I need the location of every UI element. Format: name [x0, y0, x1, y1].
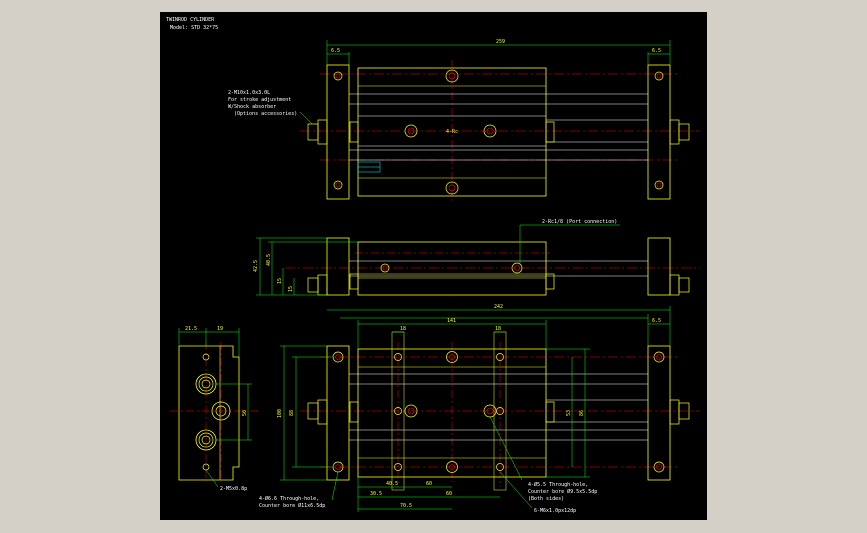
technical-drawing: TWINROD CYLINDER Model: STD 32*75	[166, 17, 700, 514]
bottom-dim-base-d: 60	[446, 491, 452, 497]
bottom-note-through1b: Counter bore Ø11x6.5dp	[259, 502, 325, 509]
top-center-mark: 4-Rc	[446, 129, 458, 135]
top-dim-right-end: 6.5	[652, 48, 661, 54]
bottom-dim-c: 86	[579, 410, 585, 416]
bottom-note-through2b: Counter bore Ø9.5x5.5dp	[528, 488, 597, 495]
bottom-dim-total: 242	[494, 304, 503, 310]
bottom-dim-right-slot: 18	[495, 326, 501, 332]
bottom-dim-outer: 100	[277, 409, 283, 418]
end-note-tap: 2-M5x0.8p	[220, 486, 247, 492]
bottom-dim-right-end: 6.5	[652, 318, 661, 324]
bottom-note-tap: 6-M6x1.0px12dp	[534, 508, 576, 514]
bottom-dim-base-b: 60	[426, 481, 432, 487]
bottom-dim-base-e: 70.5	[400, 503, 412, 509]
bottom-dim-b: 53	[566, 410, 572, 416]
bottom-dim-base-c: 30.5	[370, 491, 382, 497]
bottom-note-through2c: (Both sides)	[528, 496, 564, 502]
end-dim-b: 19	[217, 326, 223, 332]
drawing-title: TWINROD CYLINDER	[166, 17, 215, 23]
bottom-view	[280, 306, 700, 512]
side-dim-inner: 40.5	[266, 254, 272, 266]
side-note-port: 2-Rc1/8 (Port connection)	[542, 219, 617, 225]
top-note-line3: W/Shock absorber	[228, 104, 276, 110]
top-note-line4: (Options accessories)	[234, 111, 297, 117]
top-dim-left-end: 6.5	[331, 48, 340, 54]
bottom-dim-a: 88	[289, 410, 295, 416]
side-dim-b: 15	[288, 286, 294, 292]
end-dim-c: 50	[242, 410, 248, 416]
side-view	[256, 224, 700, 296]
side-dim-a: 15	[277, 278, 283, 284]
top-note-line2: For stroke adjustment	[228, 97, 291, 103]
bottom-dim-body: 141	[447, 318, 456, 324]
end-dim-a: 21.5	[185, 326, 197, 332]
drawing-sheet[interactable]: TWINROD CYLINDER Model: STD 32*75	[160, 12, 707, 520]
top-view	[299, 40, 700, 202]
end-view	[170, 328, 260, 488]
top-note-line1: 2-M10x1.0x3.0L	[228, 90, 270, 96]
bottom-note-through2: 4-Ø5.5 Through-hole,	[528, 481, 588, 488]
side-dim-outer: 42.5	[253, 260, 259, 272]
bottom-note-through1: 4-Ø6.6 Through-hole,	[259, 495, 319, 502]
bottom-dim-base-a: 40.5	[386, 481, 398, 487]
top-dim-total: 259	[496, 39, 505, 45]
drawing-model: Model: STD 32*75	[170, 25, 218, 31]
bottom-dim-left-slot: 18	[400, 326, 406, 332]
